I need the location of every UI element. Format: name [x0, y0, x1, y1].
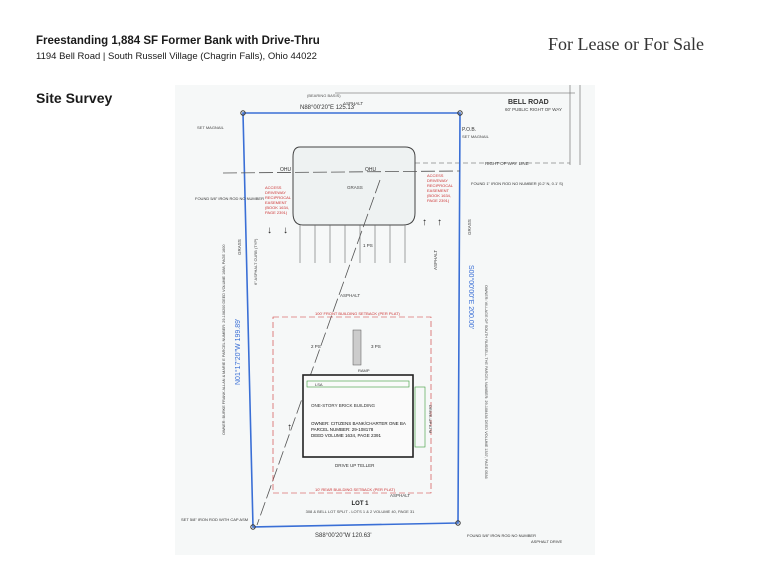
svg-text:↑: ↑ — [437, 217, 442, 228]
svg-text:↓: ↓ — [267, 225, 272, 236]
lsa-strip — [306, 380, 410, 388]
owner-label: OWNER: CITIZENS BANK/CHARTER ONE BA — [311, 421, 406, 426]
set-iron-sw: SET 5/8" IRON ROD WITH CAP ASM — [181, 517, 248, 522]
drive-up-teller: DRIVE UP TELLER — [335, 463, 375, 468]
parking-count-3: 3 PS — [371, 344, 381, 349]
west-bearing: N01°17'20"W 199.89' — [234, 319, 242, 385]
building-label: ONE-STORY BRICK BUILDING — [311, 403, 376, 408]
ohu-label: OHU — [280, 167, 292, 173]
north-bearing: N88°00'20"E 125.13' — [300, 105, 355, 111]
found-iron-nw: FOUND 5/8" IRON ROD NO NUMBER — [195, 196, 264, 201]
corner-markers — [240, 110, 463, 530]
svg-text:↓: ↓ — [283, 225, 288, 236]
parking-stalls — [299, 225, 406, 263]
south-bearing: S88°00'20"W 120.63' — [315, 533, 372, 539]
west-owner: OWNER: BURKE FRANK ALLAN & MARIE E PARCE… — [222, 245, 226, 435]
grass-label-east: GRASS — [467, 219, 472, 235]
listing-status: For Lease or For Sale — [548, 34, 704, 54]
svg-text:↑: ↑ — [422, 217, 427, 228]
property-boundary — [242, 112, 461, 528]
grass-label-island: GRASS — [347, 185, 363, 190]
lot-sub-label: 308 & BELL LOT SPLIT - LOTS 1 & 2 VOLUME… — [306, 509, 416, 514]
pob-label: P.O.B. — [462, 127, 476, 133]
lot-label: LOT 1 — [351, 501, 369, 507]
hatched-ramp-area — [352, 329, 362, 366]
found-iron-ne: FOUND 1" IRON ROD NO NUMBER (0.2' N, 0.1… — [471, 181, 564, 186]
deed-label: DEED VOLUME 1634, PAGE 2391 — [311, 433, 381, 438]
site-survey-drawing: BELL ROAD 60' PUBLIC RIGHT OF WAY RIGHT … — [175, 85, 595, 555]
lsa-label: LSA — [315, 382, 323, 387]
building-setback — [272, 316, 432, 494]
road-label: BELL ROAD — [508, 99, 549, 106]
east-bearing: S00°00'00"E 200.00' — [467, 265, 475, 329]
asphalt-label-top: ASPHALT — [343, 101, 363, 106]
listing-address: 1194 Bell Road | South Russell Village (… — [36, 51, 317, 62]
ohu-label-2: OHU — [365, 167, 377, 173]
set-magnail-label: SET MAGNAIL — [462, 134, 490, 139]
canopy-label: DRIVE-UP ATM — [428, 405, 433, 433]
building-footprint — [302, 374, 414, 458]
parcel-label: PARCEL NUMBER: 29-108178 — [311, 427, 374, 432]
set-magnail-label-w: SET MAGNAIL — [197, 125, 225, 130]
parking-count-1: 1 PS — [363, 243, 373, 248]
front-setback-label: 100' FRONT BUILDING SETBACK (PER PLAT) — [315, 311, 401, 316]
row-line-label: RIGHT OF WAY LINE — [485, 161, 529, 166]
listing-title: Freestanding 1,884 SF Former Bank with D… — [36, 35, 320, 47]
rear-setback-label: 10' REAR BUILDING SETBACK (PER PLAT) — [315, 487, 396, 492]
road-row-label: 60' PUBLIC RIGHT OF WAY — [505, 107, 562, 112]
section-title: Site Survey — [36, 90, 113, 106]
svg-text:↑: ↑ — [287, 422, 292, 433]
entry-island — [292, 146, 416, 226]
overhead-utility-line — [222, 170, 461, 174]
drive-up-canopy — [414, 386, 426, 448]
asphalt-label-east: ASPHALT — [433, 250, 438, 270]
curb-note: 6" ASPHALT CURB (TYP) — [253, 238, 258, 285]
ramp-label: RAMP — [358, 368, 370, 373]
bearing-basis: (BEARING BASIS) — [307, 93, 341, 98]
grass-label-west: GRASS — [237, 239, 242, 255]
asphalt-label-south: ASPHALT — [390, 493, 410, 498]
east-owner: OWNER: VILLAGE OF SOUTH RUSSELL THE PARC… — [484, 285, 488, 479]
parking-count-2: 2 PS — [311, 344, 321, 349]
asphalt-drive-label: ASPHALT DRIVE — [531, 539, 563, 544]
found-iron-se: FOUND 5/8" IRON ROD NO NUMBER — [467, 533, 536, 538]
asphalt-label-mid: ASPHALT — [340, 293, 360, 298]
diagonal-utility-line — [256, 179, 381, 526]
